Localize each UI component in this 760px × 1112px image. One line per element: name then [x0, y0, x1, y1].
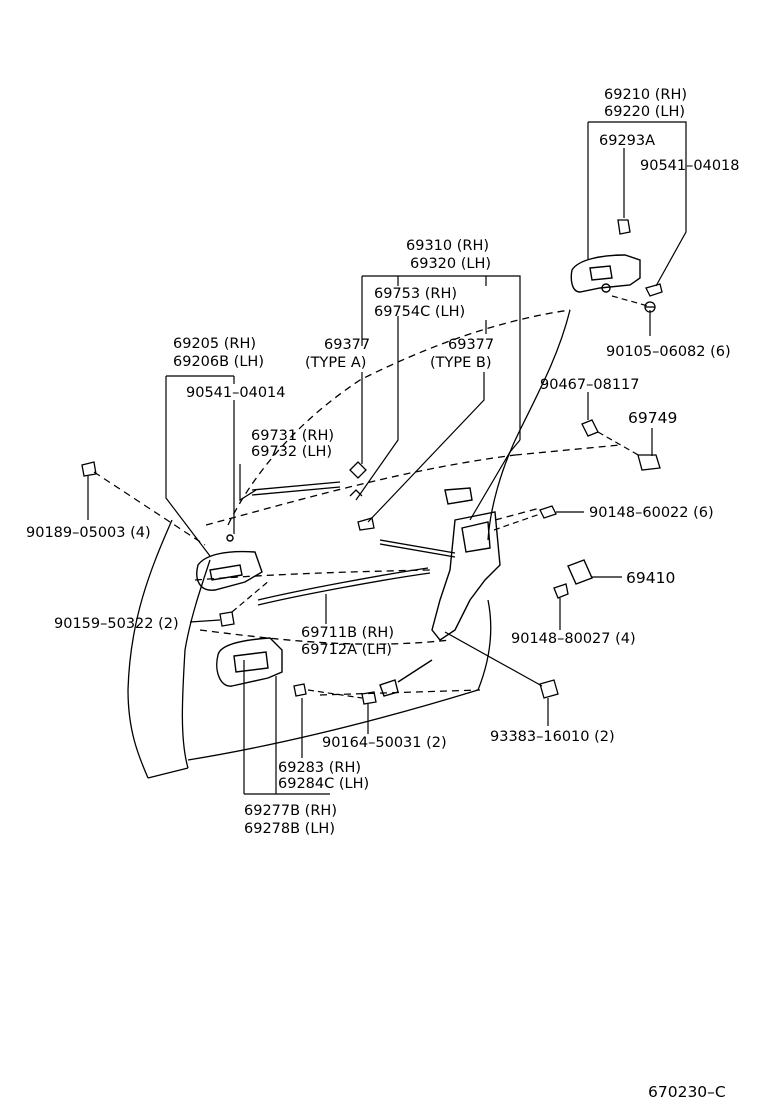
- label-90189-05003: 90189–05003 (4): [26, 525, 151, 541]
- bolt-93383-part: [539, 679, 559, 699]
- label-90148-80027: 90148–80027 (4): [511, 631, 636, 647]
- label-69754C: 69754C (LH): [374, 304, 465, 320]
- label-90148-60022: 90148–60022 (6): [589, 505, 714, 521]
- 69293A-part: [617, 219, 631, 235]
- label-93383-16010: 93383–16010 (2): [490, 729, 615, 745]
- label-69377-type-a-type: (TYPE A): [305, 355, 366, 371]
- part-labels: 69210 (RH) 69220 (LH) 69293A 90541–04018…: [26, 87, 740, 1101]
- leader-lines: [87, 121, 687, 795]
- label-69310: 69310 (RH): [406, 238, 489, 254]
- screw-90148-80027-part: [553, 583, 569, 599]
- 69749-part: [637, 454, 661, 471]
- label-69377-type-b: 69377: [448, 337, 494, 353]
- outside-handle-part: [570, 254, 641, 293]
- inside-handle-69205-part: [196, 534, 263, 591]
- clip-90467-part: [581, 419, 599, 437]
- label-90467-08117: 90467–08117: [540, 377, 640, 393]
- clip-69283-part: [293, 683, 307, 697]
- label-69293A: 69293A: [599, 133, 655, 149]
- label-69278B: 69278B (LH): [244, 821, 335, 837]
- label-69206B: 69206B (LH): [173, 354, 264, 370]
- label-69210: 69210 (RH): [604, 87, 687, 103]
- label-90541-04018: 90541–04018: [640, 158, 740, 174]
- label-90164-50031: 90164–50031 (2): [322, 735, 447, 751]
- screw-90541-04018-part: [645, 283, 663, 297]
- screw-90148-60022-part: [539, 505, 557, 519]
- label-69410: 69410: [626, 569, 675, 587]
- screw-90164-part: [361, 691, 377, 705]
- label-90159-50322: 90159–50322 (2): [54, 616, 179, 632]
- screw-90159-part: [219, 611, 235, 627]
- label-69283: 69283 (RH): [278, 760, 361, 776]
- figure-code: 670230–C: [648, 1083, 726, 1101]
- clip-90189-part: [81, 461, 97, 477]
- handle-bezel-69277B-part: [216, 637, 283, 687]
- label-69377-type-b-type: (TYPE B): [430, 355, 492, 371]
- label-69749: 69749: [628, 409, 677, 427]
- label-90541-04014: 90541–04014: [186, 385, 286, 401]
- label-69731: 69731 (RH): [251, 428, 334, 444]
- label-69377-type-a: 69377: [324, 337, 370, 353]
- label-69320: 69320 (LH): [410, 256, 491, 272]
- label-69220: 69220 (LH): [604, 104, 685, 120]
- label-69711B: 69711B (RH): [301, 625, 394, 641]
- label-69712A: 69712A (LH): [301, 642, 392, 658]
- label-69284C: 69284C (LH): [278, 776, 369, 792]
- label-69753: 69753 (RH): [374, 286, 457, 302]
- striker-69410-part: [567, 559, 593, 585]
- label-69732: 69732 (LH): [251, 444, 332, 460]
- lock-rods: [251, 461, 456, 606]
- door-lock-assembly-part: [379, 487, 501, 697]
- label-90105-06082: 90105–06082 (6): [606, 344, 731, 360]
- label-69277B: 69277B (RH): [244, 803, 337, 819]
- label-69205: 69205 (RH): [173, 336, 256, 352]
